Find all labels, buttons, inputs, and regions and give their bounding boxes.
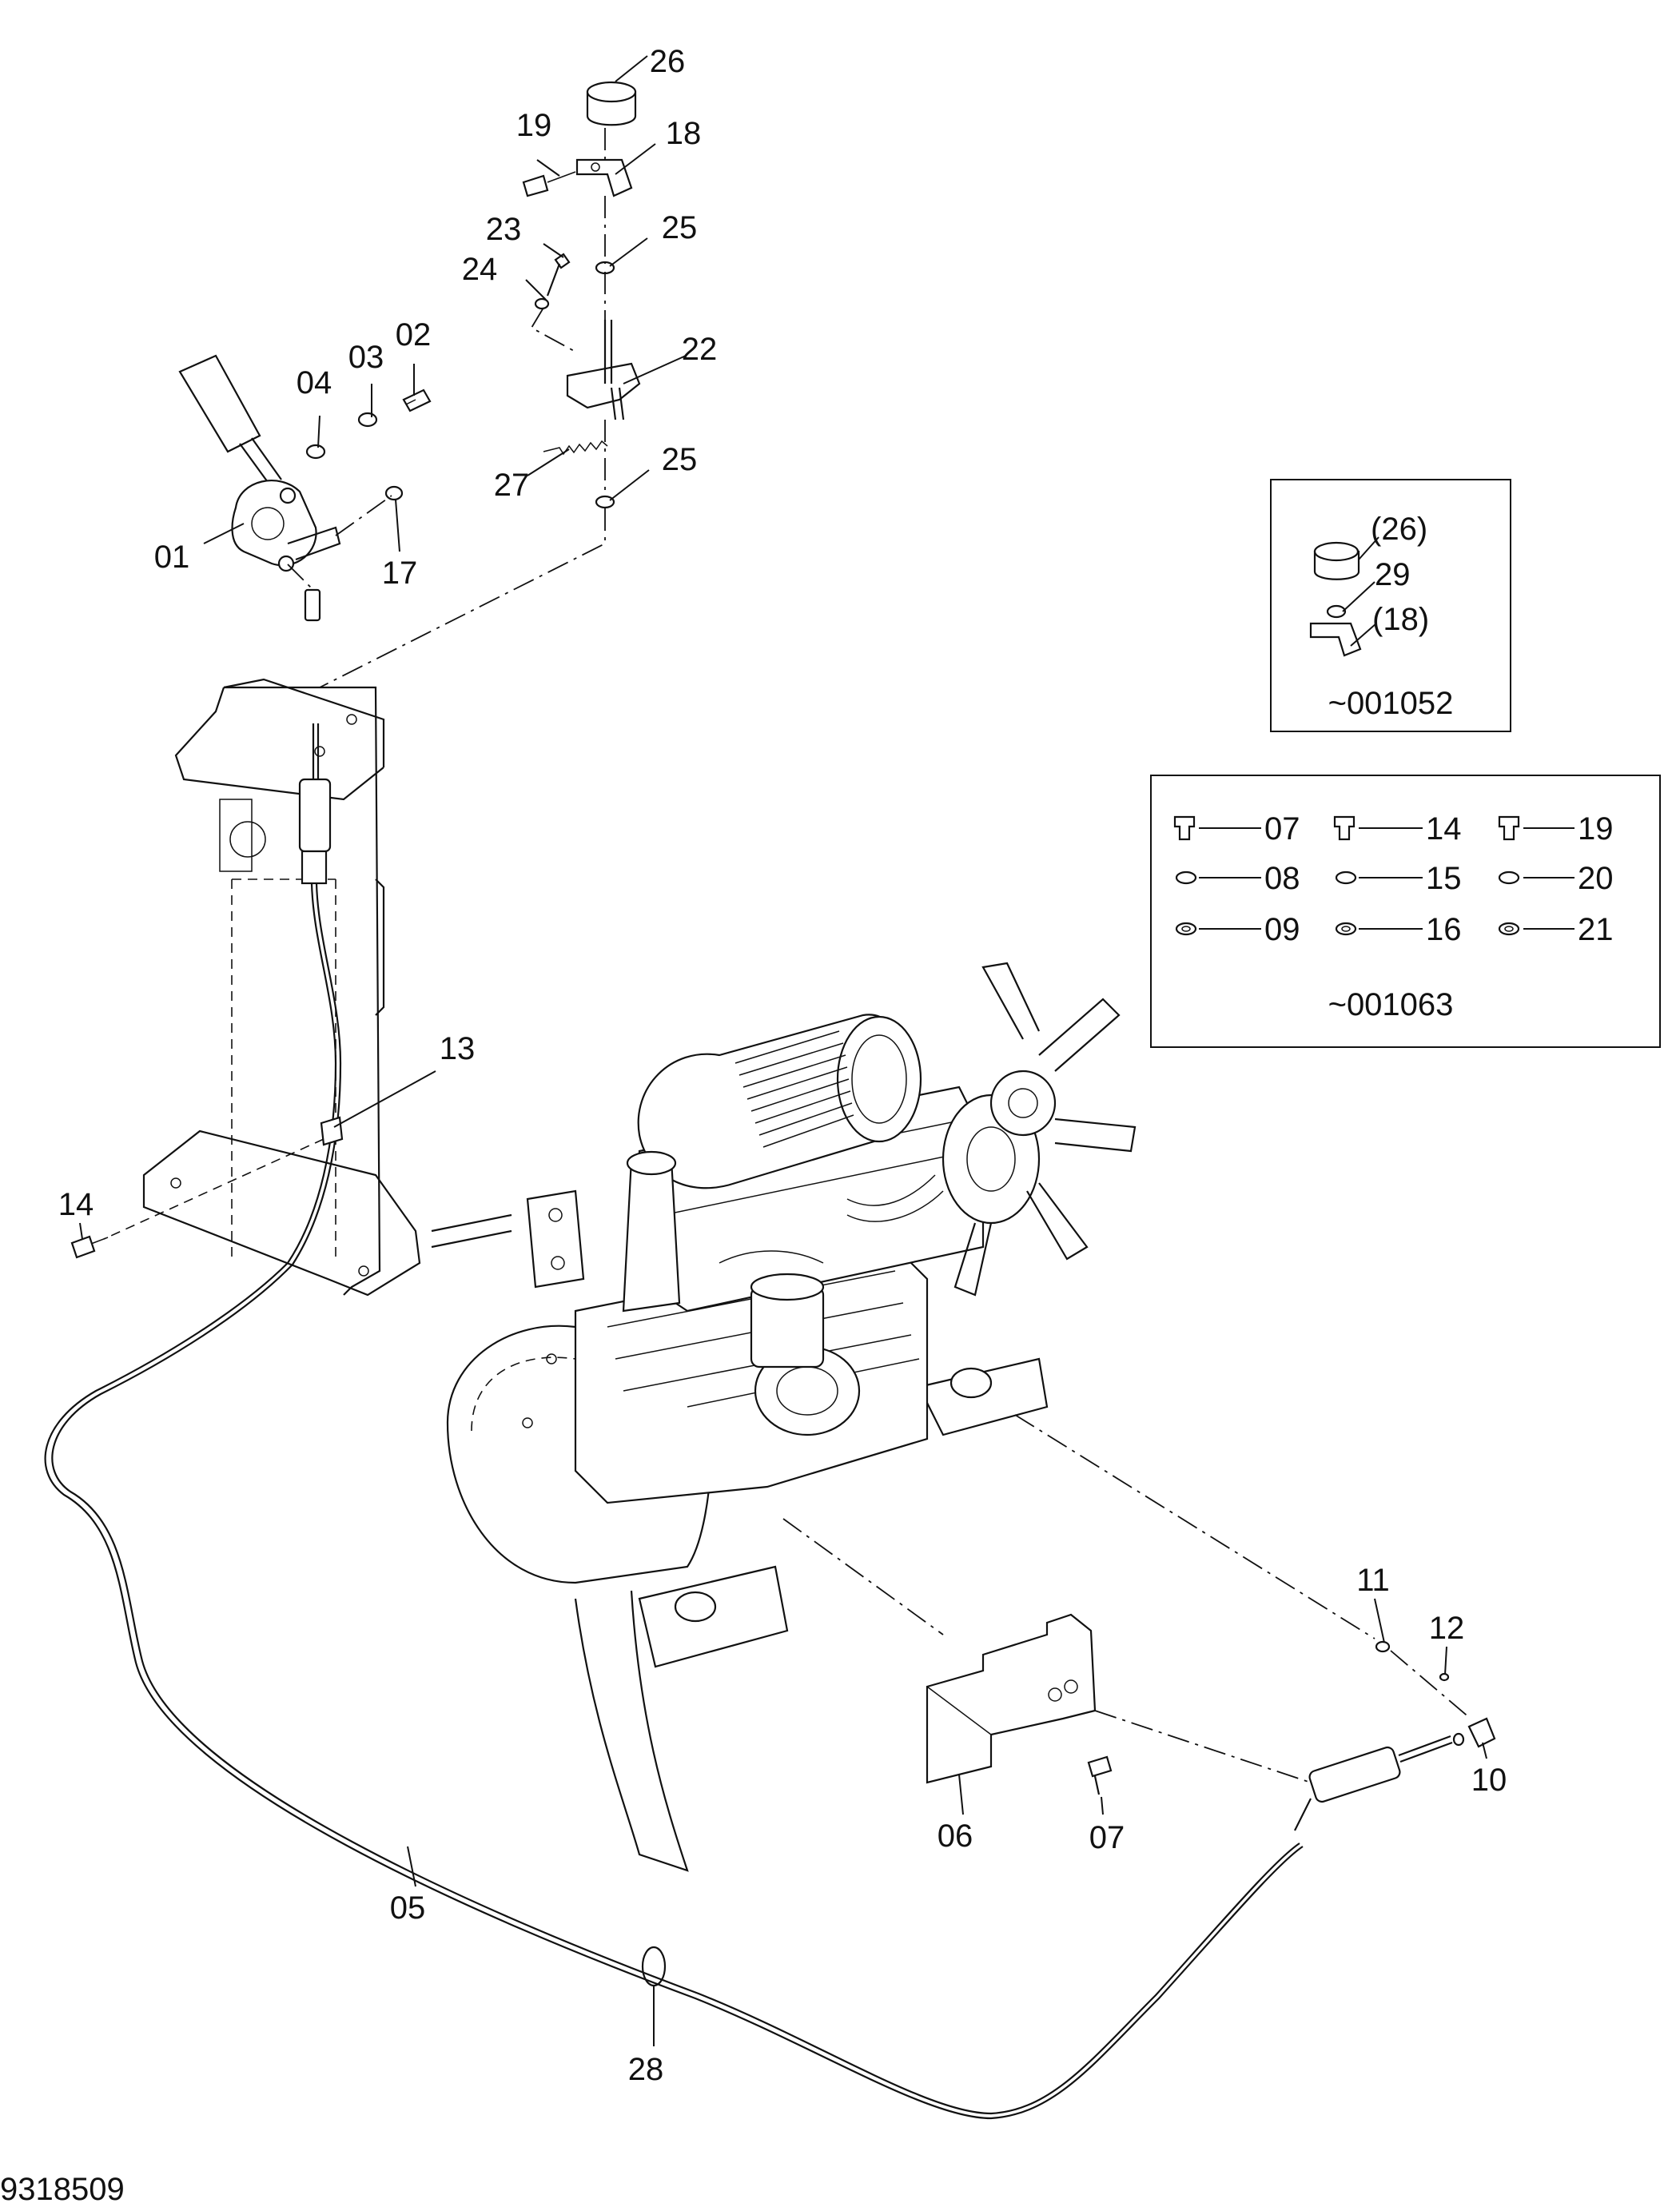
label-11: 11	[1356, 1563, 1390, 1598]
inset2-label-14: 14	[1426, 811, 1462, 847]
label-01: 01	[154, 540, 190, 575]
label-02: 02	[396, 317, 432, 353]
cable-clamp	[70, 1116, 344, 1259]
throttle-cable	[44, 723, 1496, 2120]
label-18: 18	[666, 116, 702, 151]
label-25-bottom: 25	[662, 442, 698, 477]
label-10: 10	[1471, 1763, 1507, 1798]
label-14: 14	[58, 1187, 94, 1222]
label-26: 26	[650, 44, 686, 79]
inset2-label-20: 20	[1578, 861, 1614, 896]
label-04: 04	[297, 365, 332, 400]
label-19: 19	[516, 108, 552, 143]
inset1-label-29: 29	[1375, 557, 1411, 592]
drawing-number: 9318509	[0, 2172, 125, 2207]
cable-bracket	[782, 1414, 1471, 1795]
inset2-label-09: 09	[1264, 912, 1300, 947]
inset2-label-19: 19	[1578, 811, 1614, 847]
inset1-label-26: (26)	[1371, 512, 1427, 547]
inset2-label-16: 16	[1426, 912, 1462, 947]
inset2-label-07: 07	[1264, 811, 1300, 847]
inset1-label-18: (18)	[1372, 602, 1429, 637]
label-22: 22	[682, 332, 718, 367]
label-05: 05	[390, 1890, 426, 1926]
inset2-label-15: 15	[1426, 861, 1462, 896]
label-25-top: 25	[662, 210, 698, 245]
inset-hardware-001063: 07 14 19 08 15 20 09 16 21 ~001063	[1150, 775, 1661, 1048]
inset2-serial: ~001063	[1328, 987, 1454, 1022]
leader-lines	[79, 55, 1487, 2046]
inset1-serial: ~001052	[1328, 686, 1454, 721]
label-23: 23	[486, 212, 522, 247]
label-12: 12	[1429, 1611, 1465, 1646]
label-24: 24	[462, 252, 498, 287]
label-03: 03	[348, 340, 384, 375]
label-28: 28	[628, 2052, 664, 2087]
inset-serial-001052: (26) 29 (18) ~001052	[1270, 479, 1511, 732]
part-number-labels: 26 19 18 23 25 24 22 03 02 04 27 25 01 1…	[58, 44, 1507, 2087]
engine-assembly	[431, 962, 1137, 1872]
inset2-label-21: 21	[1578, 912, 1614, 947]
inset2-label-08: 08	[1264, 861, 1300, 896]
label-13: 13	[440, 1031, 476, 1066]
label-07: 07	[1089, 1820, 1125, 1855]
label-06: 06	[938, 1819, 973, 1854]
speed-knob-assembly	[319, 81, 641, 688]
label-27: 27	[494, 468, 530, 503]
label-17: 17	[382, 556, 418, 591]
